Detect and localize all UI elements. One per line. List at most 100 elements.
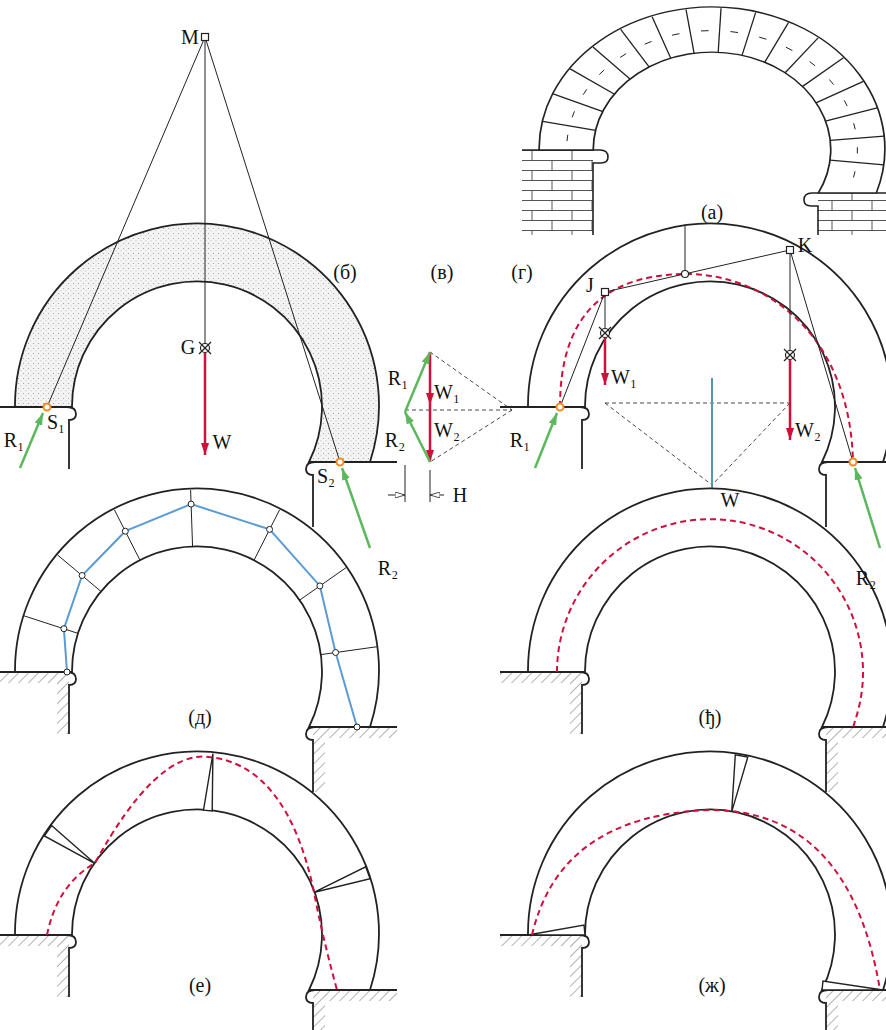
circle-shape [61, 626, 67, 632]
stone-joint [816, 81, 863, 102]
thrust-line [560, 274, 853, 462]
path-shape [44, 826, 94, 864]
panel-label: (г) [511, 261, 533, 283]
line-shape [599, 327, 611, 339]
g-shape [44, 754, 370, 893]
stone-joint [567, 135, 569, 141]
path-shape [522, 150, 608, 235]
line-shape [685, 225, 686, 274]
use-shape [0, 935, 76, 997]
construction-lines [560, 250, 853, 462]
support-point [44, 404, 51, 411]
arch-mechanism [0, 751, 397, 1030]
line-shape [789, 359, 792, 440]
line-shape [321, 647, 377, 655]
weight-arrow [204, 352, 207, 455]
circle-shape [317, 583, 323, 589]
figure-label: S₁ [47, 411, 65, 433]
use-shape [819, 462, 886, 527]
stone-joint [857, 147, 858, 153]
stone-joint [583, 89, 587, 94]
use-shape [500, 672, 589, 734]
stone-joint [572, 111, 574, 117]
line-shape [430, 410, 512, 462]
panel-label: (ђ) [699, 706, 722, 728]
line-shape [790, 250, 853, 462]
path-shape [204, 754, 213, 811]
g-shape [599, 247, 796, 362]
figure-label: J [586, 274, 594, 296]
g-shape [543, 8, 884, 177]
stone-joint [686, 10, 694, 54]
figure-label: R₁ [4, 429, 24, 451]
use-shape [819, 727, 886, 792]
use-shape [313, 727, 397, 792]
line-shape [388, 495, 405, 496]
stone-joint [764, 23, 788, 63]
circle-shape [682, 271, 689, 278]
circle-shape [79, 573, 85, 579]
path-shape [532, 810, 880, 990]
support-point [337, 459, 344, 466]
panel-label: (б) [333, 261, 357, 283]
line-shape [429, 405, 432, 462]
use-shape [826, 990, 886, 1030]
stone-joint [652, 17, 671, 59]
line-shape [535, 413, 557, 468]
line-shape [560, 292, 605, 407]
figure-label: W [213, 431, 232, 453]
figure-label: W [721, 489, 740, 511]
stone-joint [701, 30, 709, 31]
rect-shape [522, 150, 593, 235]
figure-label: R₁ [388, 367, 408, 389]
stone-joint [825, 108, 877, 121]
stone-joint [570, 69, 614, 94]
path-shape [732, 755, 748, 812]
circle-shape [122, 528, 128, 534]
use-shape [313, 990, 397, 1030]
figure-label: H [453, 484, 467, 506]
panel-label: (е) [189, 974, 211, 996]
funicular-lines [47, 37, 340, 462]
line-shape [784, 349, 796, 361]
figure-label: W₁ [434, 381, 460, 403]
line-shape [605, 250, 790, 292]
figure-label: W₁ [611, 366, 637, 388]
circle-shape [267, 526, 273, 532]
stone-joint [854, 171, 856, 177]
use-shape [539, 7, 885, 193]
stone-joint [854, 123, 856, 129]
figure-label: M [181, 26, 199, 48]
stone-joint [786, 47, 792, 50]
rect-shape [602, 289, 609, 296]
use-shape [0, 407, 76, 469]
use-shape [500, 672, 582, 734]
stone-joint [593, 47, 630, 79]
panel-label: (а) [701, 201, 723, 223]
stone-joint [620, 54, 626, 58]
line-shape [114, 510, 140, 561]
line-shape [855, 468, 880, 548]
line-shape [405, 410, 512, 411]
line-shape [605, 403, 712, 485]
path-shape [315, 867, 371, 892]
stone-joint [621, 29, 650, 67]
line-shape [405, 412, 430, 462]
figure-label: R₂ [856, 567, 876, 589]
stone-joint [802, 58, 843, 87]
circle-shape [188, 501, 194, 507]
stone-joint [599, 70, 604, 75]
stone-joint [829, 79, 833, 84]
masonry-arch [522, 7, 886, 235]
use-shape [306, 727, 397, 792]
stone-joint [742, 13, 756, 56]
arch-two-parts [500, 223, 886, 527]
line-shape [24, 616, 78, 634]
reaction-arrow [342, 468, 370, 548]
stone-joint [672, 34, 679, 36]
stone-joint [553, 94, 603, 112]
line-shape [430, 352, 512, 410]
